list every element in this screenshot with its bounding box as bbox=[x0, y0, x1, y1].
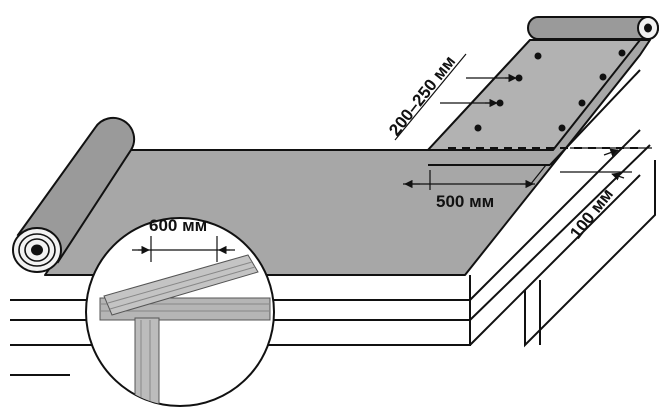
fastener-points bbox=[474, 49, 626, 132]
fastener-dot bbox=[618, 49, 626, 57]
rafter-detail-inset: 600 мм bbox=[85, 216, 275, 407]
overlap-length-label: 500 мм bbox=[436, 192, 494, 211]
fastener-dot bbox=[578, 99, 586, 107]
fastener-dot bbox=[474, 124, 482, 132]
rafter-spacing-label: 600 мм bbox=[149, 216, 207, 235]
left-membrane-roll bbox=[12, 116, 136, 273]
fastener-dot bbox=[534, 52, 542, 60]
edge-overlap-label: 100 мм bbox=[566, 185, 617, 243]
fastener-spacing-label: 200–250 мм bbox=[385, 52, 459, 139]
fastener-dot bbox=[558, 124, 566, 132]
fastener-dot bbox=[599, 73, 607, 81]
dimension-overlap-length: 500 мм bbox=[403, 164, 547, 211]
top-right-membrane-roll bbox=[527, 16, 659, 40]
